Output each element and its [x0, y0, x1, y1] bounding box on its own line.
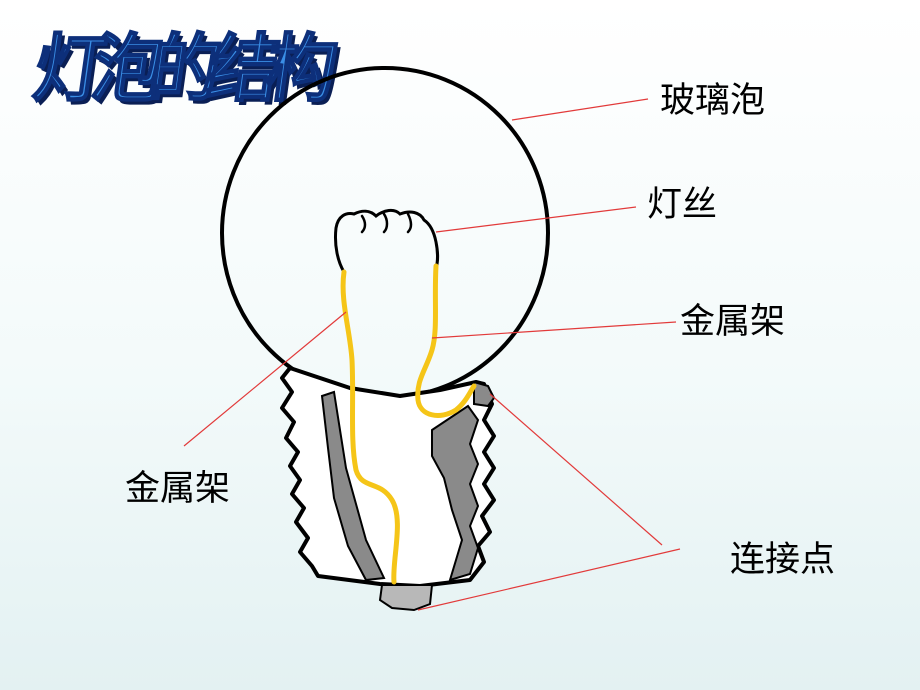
- leader-glass-bulb: [511, 98, 649, 121]
- metal-frame-wire-right: [415, 263, 477, 418]
- label-contact-points: 连接点: [730, 540, 836, 580]
- leader-contact-bottom: [417, 548, 681, 611]
- leader-lines: [183, 98, 681, 611]
- leader-metal-frame-left: [183, 311, 347, 447]
- label-metal-frame-left: 金属架: [125, 469, 231, 509]
- filament: [334, 208, 439, 274]
- label-glass-bulb: 玻璃泡: [660, 81, 766, 121]
- leader-metal-frame-right: [431, 321, 677, 339]
- base-shadow-left: [320, 390, 386, 582]
- base-shadow-right: [431, 404, 480, 582]
- side-contact-point: [473, 380, 496, 408]
- filament-coil: [360, 212, 413, 234]
- leader-contact-side: [489, 393, 663, 546]
- metal-frame-wire-left: [340, 269, 400, 585]
- leader-filament: [435, 206, 637, 233]
- label-filament: 灯丝: [647, 185, 718, 225]
- label-metal-frame-right: 金属架: [680, 302, 786, 342]
- bottom-contact-point: [378, 584, 434, 612]
- glass-bulb: [220, 66, 550, 400]
